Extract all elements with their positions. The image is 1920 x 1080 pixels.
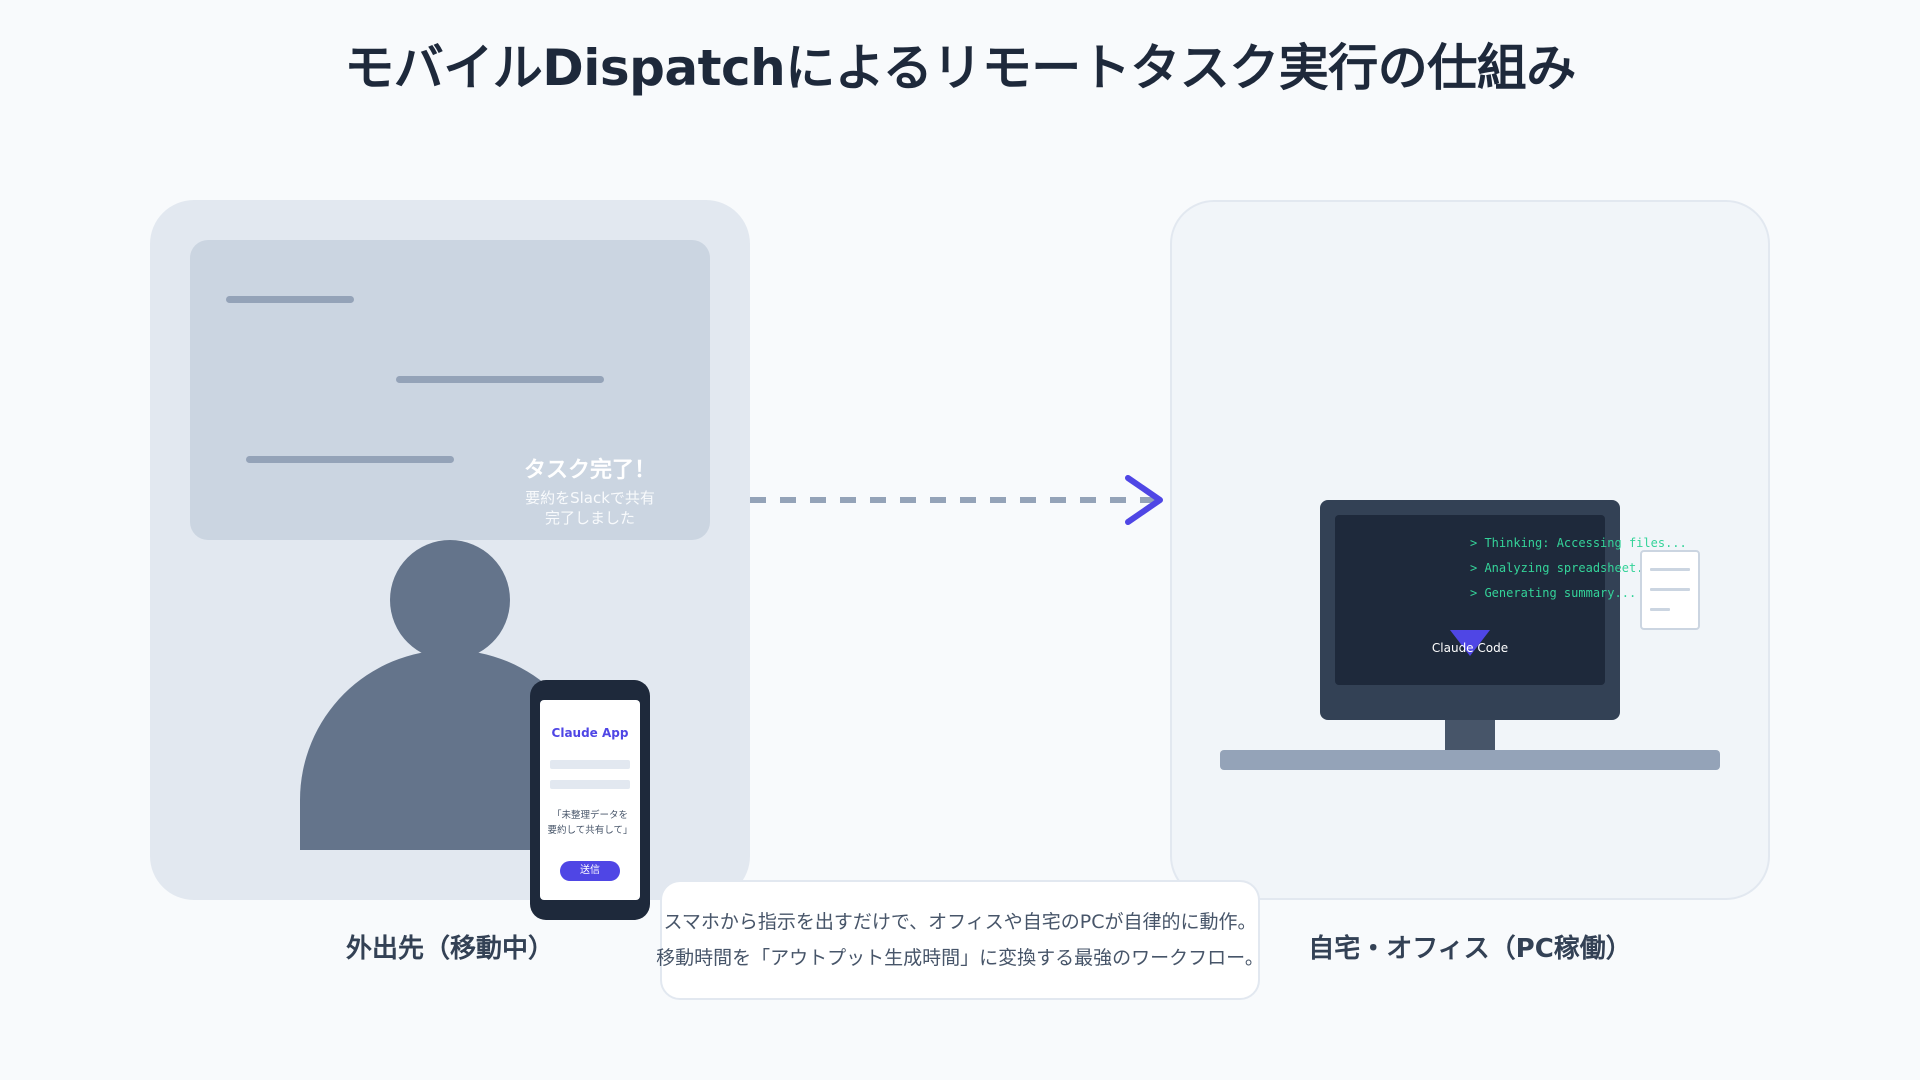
terminal-line: > Generating summary... [1470, 586, 1637, 600]
dispatch-arrow-icon [750, 475, 1163, 525]
description-box [660, 880, 1260, 1000]
document-line [1650, 608, 1670, 611]
phone-app-name: Claude App [551, 726, 629, 740]
terminal-line: > Analyzing spreadsheet... [1470, 561, 1658, 575]
pc-caption: 自宅・オフィス（PC稼働） [1308, 934, 1632, 964]
desk [1220, 750, 1720, 770]
person-head-icon [390, 540, 510, 660]
task-complete-title: タスク完了！ [523, 458, 656, 483]
phone-input-placeholder [550, 760, 630, 769]
mobile-caption: 外出先（移動中） [345, 934, 554, 964]
bubble-line [246, 456, 454, 463]
page-title: モバイルDispatchによるリモートタスク実行の仕組み [344, 39, 1576, 97]
send-button[interactable]: 送信 [560, 861, 620, 881]
task-complete-message: 要約をSlackで共有 完了しました [525, 489, 655, 527]
bubble-line [226, 296, 354, 303]
document-line [1650, 568, 1690, 571]
claude-code-logo-icon [1450, 630, 1490, 656]
description-text: スマホから指示を出すだけで、オフィスや自宅のPCが自律的に動作。 移動時間を「ア… [656, 911, 1264, 969]
chat-bubble [190, 240, 710, 540]
monitor-stand [1445, 720, 1495, 750]
claude-code-label: Claude Code [1431, 641, 1509, 655]
terminal-screen [1335, 515, 1605, 685]
terminal-line: > Thinking: Accessing files... [1470, 536, 1687, 550]
document-line [1650, 588, 1690, 591]
phone-message: 「未整理データを 要約して共有して」 [547, 810, 633, 836]
bubble-line [396, 376, 604, 383]
phone-input-placeholder [550, 780, 630, 789]
